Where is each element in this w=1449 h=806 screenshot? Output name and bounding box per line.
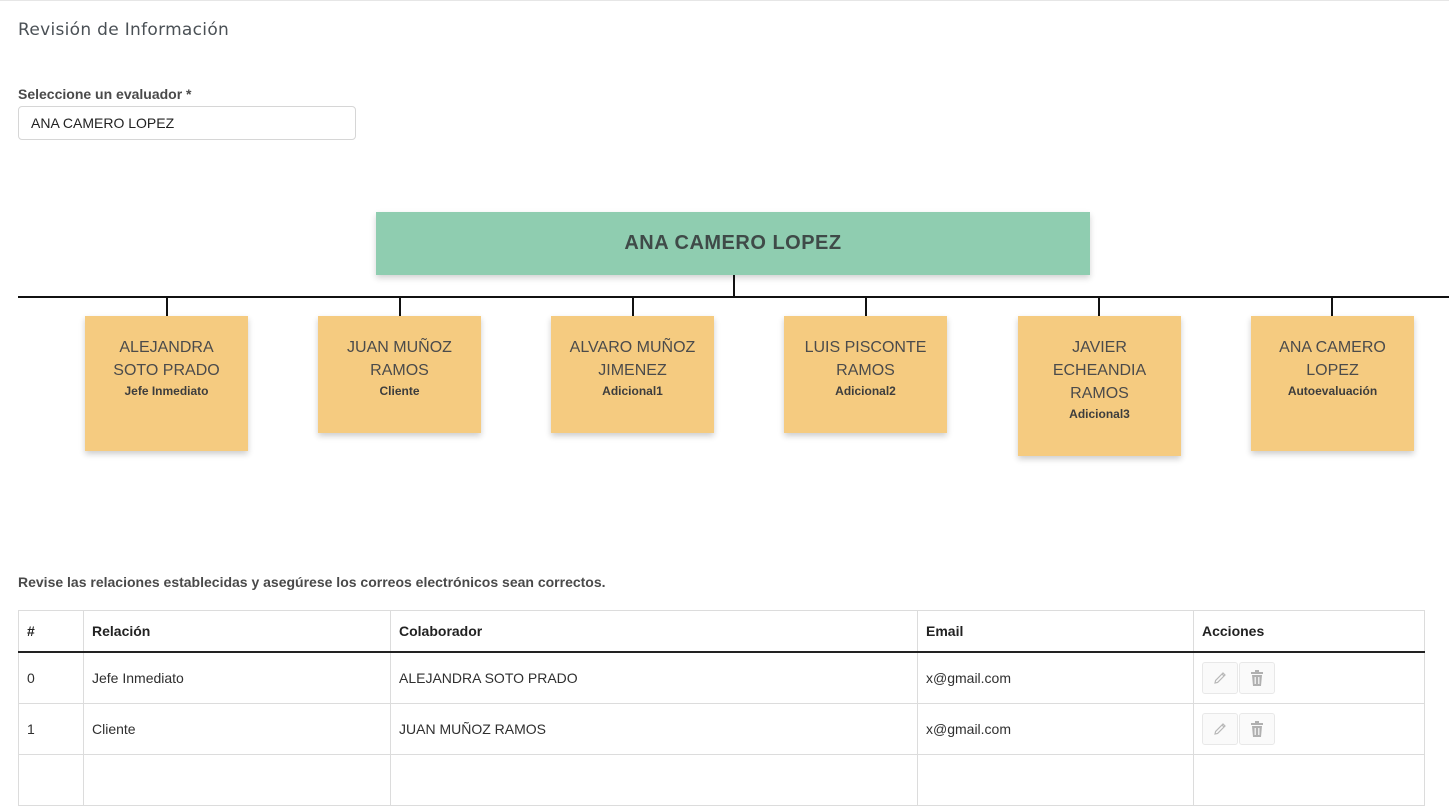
relations-table: # Relación Colaborador Email Acciones 0 …: [18, 610, 1425, 806]
cell-actions: [1193, 651, 1425, 704]
delete-button[interactable]: [1239, 662, 1275, 694]
header-relation: Relación: [83, 610, 391, 653]
cell-collaborator: [390, 754, 918, 806]
row-actions: [1202, 713, 1416, 745]
edit-button[interactable]: [1202, 662, 1238, 694]
trash-icon: [1251, 670, 1263, 686]
connector-child-0: [166, 297, 168, 316]
connector-horizontal: [18, 296, 1449, 298]
org-child-node: ANA CAMERO LOPEZ Autoevaluación: [1251, 316, 1414, 451]
delete-button[interactable]: [1239, 713, 1275, 745]
row-actions: [1202, 662, 1416, 694]
header-index: #: [18, 610, 84, 653]
evaluator-select[interactable]: ANA CAMERO LOPEZ: [18, 106, 356, 140]
cell-relation: Jefe Inmediato: [83, 651, 391, 704]
trash-icon: [1251, 721, 1263, 737]
cell-index: [18, 754, 84, 806]
cell-relation: Cliente: [83, 703, 391, 755]
header-actions: Acciones: [1193, 610, 1425, 653]
instructions-text: Revise las relaciones establecidas y ase…: [18, 574, 606, 590]
cell-index: 0: [18, 651, 84, 704]
child-role: Jefe Inmediato: [124, 384, 209, 398]
child-name: ALEJANDRA SOTO PRADO: [113, 339, 220, 379]
child-role: Adicional2: [835, 384, 896, 398]
connector-child-4: [1098, 297, 1100, 316]
top-divider: [0, 0, 1449, 1]
child-name: ANA CAMERO LOPEZ: [1279, 339, 1386, 379]
child-role: Adicional3: [1069, 407, 1130, 421]
org-child-node: JAVIER ECHEANDIA RAMOS Adicional3: [1018, 316, 1181, 456]
child-name: ALVARO MUÑOZ JIMENEZ: [569, 339, 696, 379]
cell-collaborator: JUAN MUÑOZ RAMOS: [390, 703, 918, 755]
child-name: LUIS PISCONTE RAMOS: [804, 339, 927, 379]
cell-collaborator: ALEJANDRA SOTO PRADO: [390, 651, 918, 704]
org-child-node: ALEJANDRA SOTO PRADO Jefe Inmediato: [85, 316, 248, 451]
table-row: [18, 754, 1425, 806]
child-role: Adicional1: [602, 384, 663, 398]
org-child-node: ALVARO MUÑOZ JIMENEZ Adicional1: [551, 316, 714, 433]
child-name: JUAN MUÑOZ RAMOS: [347, 339, 452, 379]
page-title: Revisión de Información: [18, 20, 230, 40]
child-role: Cliente: [379, 384, 420, 398]
cell-index: 1: [18, 703, 84, 755]
table-header-row: # Relación Colaborador Email Acciones: [18, 610, 1425, 653]
cell-relation: [83, 754, 391, 806]
child-name: JAVIER ECHEANDIA RAMOS: [1052, 339, 1147, 402]
cell-email: [917, 754, 1194, 806]
connector-child-5: [1331, 297, 1333, 316]
pencil-icon: [1214, 723, 1226, 735]
cell-actions: [1193, 703, 1425, 755]
header-collaborator: Colaborador: [390, 610, 918, 653]
connector-child-3: [865, 297, 867, 316]
child-role: Autoevaluación: [1287, 384, 1378, 398]
connector-child-1: [399, 297, 401, 316]
edit-button[interactable]: [1202, 713, 1238, 745]
org-child-node: JUAN MUÑOZ RAMOS Cliente: [318, 316, 481, 433]
pencil-icon: [1214, 672, 1226, 684]
evaluator-label: Seleccione un evaluador *: [18, 86, 192, 102]
org-root-node: ANA CAMERO LOPEZ: [376, 212, 1090, 275]
cell-actions: [1193, 754, 1425, 806]
table-row: 1 Cliente JUAN MUÑOZ RAMOS x@gmail.com: [18, 703, 1425, 755]
connector-child-2: [632, 297, 634, 316]
cell-email: x@gmail.com: [917, 651, 1194, 704]
cell-email: x@gmail.com: [917, 703, 1194, 755]
header-email: Email: [917, 610, 1194, 653]
org-child-node: LUIS PISCONTE RAMOS Adicional2: [784, 316, 947, 433]
connector-root-stem: [733, 275, 735, 297]
table-row: 0 Jefe Inmediato ALEJANDRA SOTO PRADO x@…: [18, 651, 1425, 704]
